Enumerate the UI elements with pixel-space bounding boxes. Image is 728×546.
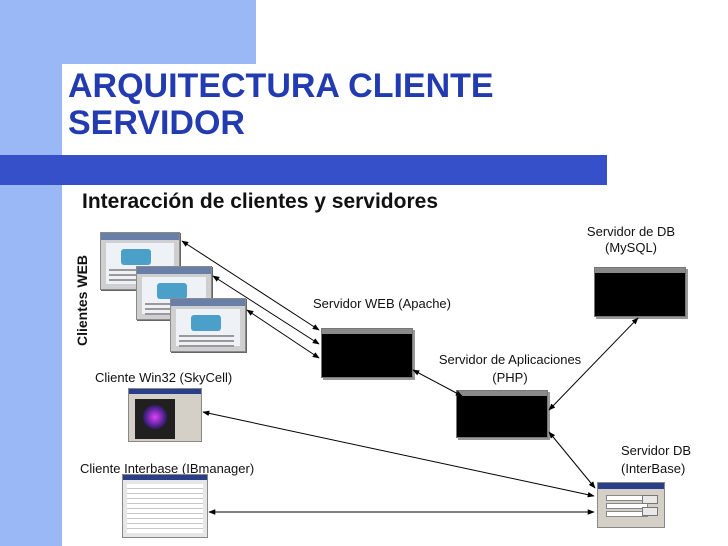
top-decor-block	[0, 0, 256, 64]
servidor-db-interbase-label-2: (InterBase)	[621, 461, 686, 476]
servidor-db-mysql-terminal	[594, 267, 686, 317]
servidor-db-interbase-dialog	[597, 482, 665, 528]
title-underline-band	[62, 155, 607, 185]
cliente-interbase-window	[122, 474, 208, 538]
arrow-webserver-appserver	[412, 369, 463, 397]
arrow-win32-interbase	[202, 410, 595, 498]
title-band-accent	[0, 155, 62, 185]
arrow-browser3-webserver	[246, 309, 320, 359]
slide-title: ARQUITECTURA CLIENTE SERVIDOR	[68, 67, 494, 142]
left-decor-bar	[0, 0, 62, 546]
servidor-web-terminal	[321, 328, 413, 378]
arrow-appserver-mysql	[548, 317, 639, 411]
servidor-aplicaciones-label-1: Servidor de Aplicaciones	[438, 352, 582, 367]
servidor-db-mysql-label-1: Servidor de DB	[586, 224, 676, 239]
servidor-aplicaciones-label-2: (PHP)	[492, 370, 528, 385]
arrow-browser2-webserver	[212, 275, 320, 345]
cliente-win32-label: Cliente Win32 (SkyCell)	[95, 370, 233, 385]
servidor-db-mysql-label-2: (MySQL)	[605, 240, 657, 255]
cliente-win32-window	[128, 388, 202, 442]
arrow-browser1-webserver	[181, 240, 320, 331]
servidor-db-interbase-label-1: Servidor DB	[621, 443, 692, 458]
arrow-appserver-interbase	[548, 431, 596, 489]
slide-subtitle: Interacción de clientes y servidores	[82, 190, 438, 213]
servidor-web-label: Servidor WEB (Apache)	[313, 296, 451, 311]
